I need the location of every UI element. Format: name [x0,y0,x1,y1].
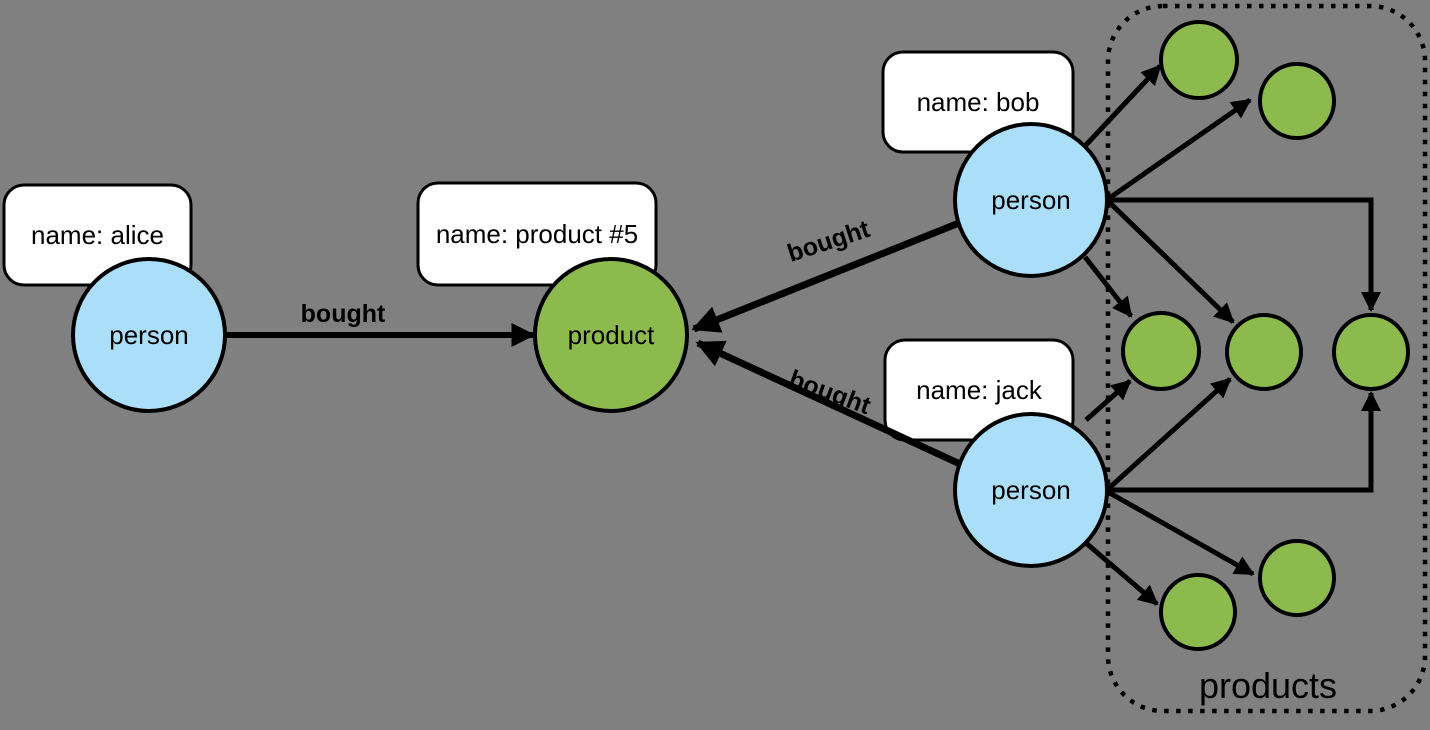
product-node-p3 [1121,311,1201,391]
edge-jack-bought-product5 [695,339,962,468]
product-node-product5 [533,257,689,413]
person-node-label-jack: person [991,475,1071,505]
products-cluster-border [1105,3,1428,714]
edge-bob-p5 [1108,197,1381,312]
person-node-label-bob: person [991,185,1071,215]
products-cluster-label: products [1199,665,1337,706]
product-node-p6 [1258,539,1336,617]
edge-jack-p3 [1084,379,1132,422]
product-node-label-product5: product [568,320,655,350]
product-node-p5 [1332,313,1410,391]
product-node-p1 [1159,20,1239,100]
nodes-layer [71,20,1410,651]
property-boxes-layer [2,50,1075,442]
edge-jack-p7 [1084,541,1159,606]
property-label-bob: name: bob [917,87,1040,117]
product-node-p2 [1258,62,1336,140]
property-label-jack: name: jack [916,375,1043,405]
edges-layer [225,64,1381,606]
edge-bob-p1 [1083,64,1162,148]
edge-jack-p5 [1108,391,1381,493]
person-node-alice [71,257,227,413]
edge-label-bought: bought [785,365,875,421]
property-label-alice: name: alice [31,220,164,250]
edge-jack-p6 [1106,489,1255,577]
labels-layer: products name: alice name: product #5 name:… [31,87,1337,706]
edge-jack-p4 [1106,377,1232,491]
product-node-p4 [1225,313,1303,391]
person-node-label-alice: person [109,320,189,350]
products-cluster-layer [1105,3,1428,714]
edge-bob-bought-product5 [691,219,961,333]
edge-bob-p4 [1106,199,1235,324]
edge-bob-p2 [1106,97,1252,202]
edge-label-bought: bought [301,300,386,328]
person-node-jack [953,412,1109,568]
product-node-p7 [1159,573,1237,651]
property-label-product5: name: product #5 [436,219,638,249]
edge-bob-p3 [1083,255,1133,318]
person-node-bob [953,122,1109,278]
